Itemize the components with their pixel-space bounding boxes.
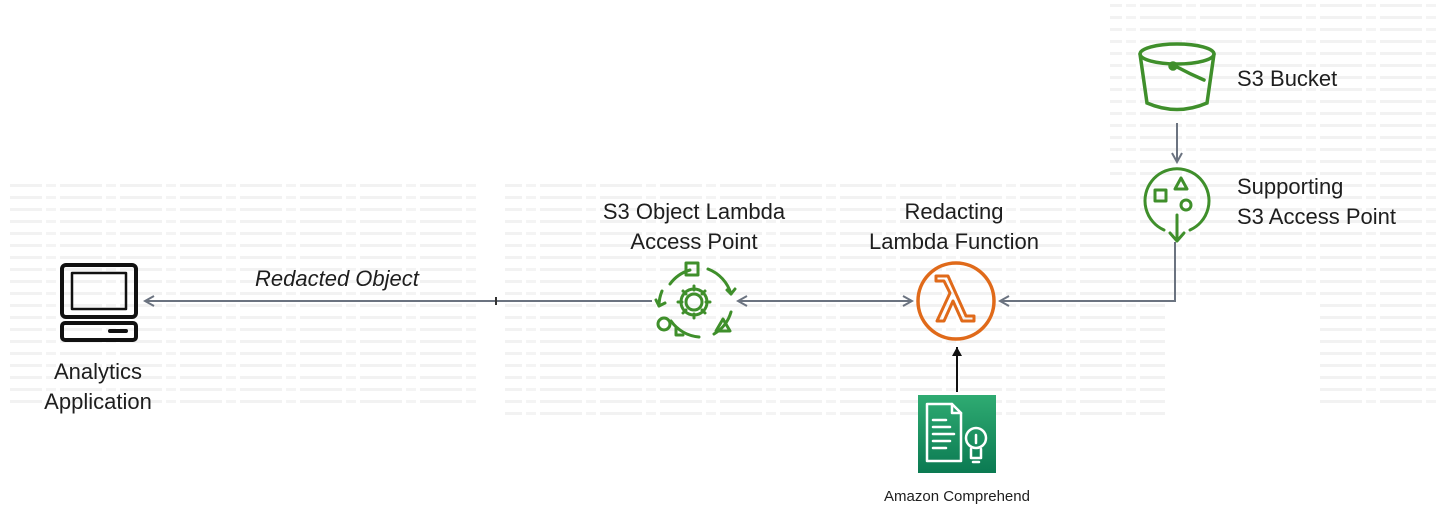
- bucket-icon: [1138, 42, 1216, 112]
- s3-bucket-label: S3 Bucket: [1237, 66, 1338, 91]
- analytics-application-label: Analytics Application: [28, 357, 168, 417]
- analytics-label-line1: Analytics: [53, 359, 143, 384]
- redacted-object-label: Redacted Object: [255, 266, 419, 291]
- analytics-label-line2: Application: [44, 389, 152, 414]
- redacting-lambda-label-line2: Lambda Function: [869, 229, 1039, 254]
- computer-icon: [60, 263, 138, 342]
- lambda-icon: [916, 261, 996, 341]
- supporting-access-point-label: Supporting S3 Access Point: [1237, 172, 1396, 232]
- object-lambda-label-line2: Access Point: [630, 229, 758, 254]
- comprehend-icon: [918, 395, 996, 473]
- s3-object-lambda-icon: [654, 261, 737, 339]
- redacting-lambda-label-line1: Redacting: [904, 199, 1004, 224]
- object-lambda-label-line1: S3 Object Lambda: [602, 199, 786, 224]
- access-point-icon: [1143, 167, 1211, 243]
- edge-supporting-ap-to-lambda: [1000, 242, 1176, 301]
- supporting-ap-label-line1: Supporting: [1237, 174, 1344, 199]
- object-lambda-access-point-label: S3 Object Lambda Access Point: [574, 197, 814, 257]
- redacting-lambda-label: Redacting Lambda Function: [854, 197, 1054, 257]
- amazon-comprehend-label: Amazon Comprehend: [884, 488, 1030, 505]
- supporting-ap-label-line2: S3 Access Point: [1237, 204, 1396, 229]
